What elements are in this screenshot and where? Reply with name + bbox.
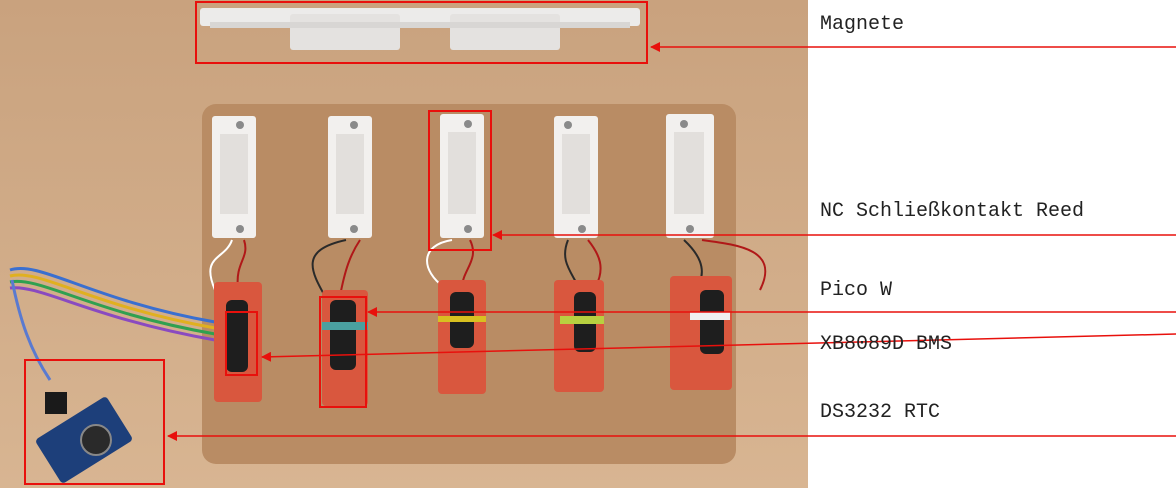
photo <box>0 0 808 488</box>
annotation-arrows <box>167 42 1176 441</box>
pico-highlight-box <box>319 296 367 408</box>
label-bms: XB8089D BMS <box>820 333 953 356</box>
bms-highlight-box <box>225 311 258 376</box>
reed-sensor <box>328 116 372 238</box>
device-case <box>438 280 486 394</box>
annotation-boxes <box>24 1 648 485</box>
bms-arrow <box>261 333 1176 362</box>
device-case <box>670 276 732 390</box>
label-rtc: DS3232 RTC <box>820 401 941 424</box>
wires <box>9 239 767 381</box>
reed-highlight-box <box>428 110 492 251</box>
magnet-bar <box>200 8 640 50</box>
device-case <box>554 280 604 392</box>
rtc-module <box>36 392 132 483</box>
device-case <box>214 282 262 402</box>
magnet-highlight-box <box>195 1 648 64</box>
device-case <box>322 290 368 406</box>
rtc-highlight-box <box>24 359 165 485</box>
label-reed-contact: NC Schließkontakt Reed <box>820 200 1085 223</box>
reed-sensor <box>440 114 484 238</box>
reed-sensor <box>554 116 598 238</box>
label-magnets: Magnete <box>820 13 905 36</box>
label-pico: Pico W <box>820 279 893 302</box>
reed-sensor <box>212 116 256 238</box>
reed-sensor <box>666 114 714 238</box>
